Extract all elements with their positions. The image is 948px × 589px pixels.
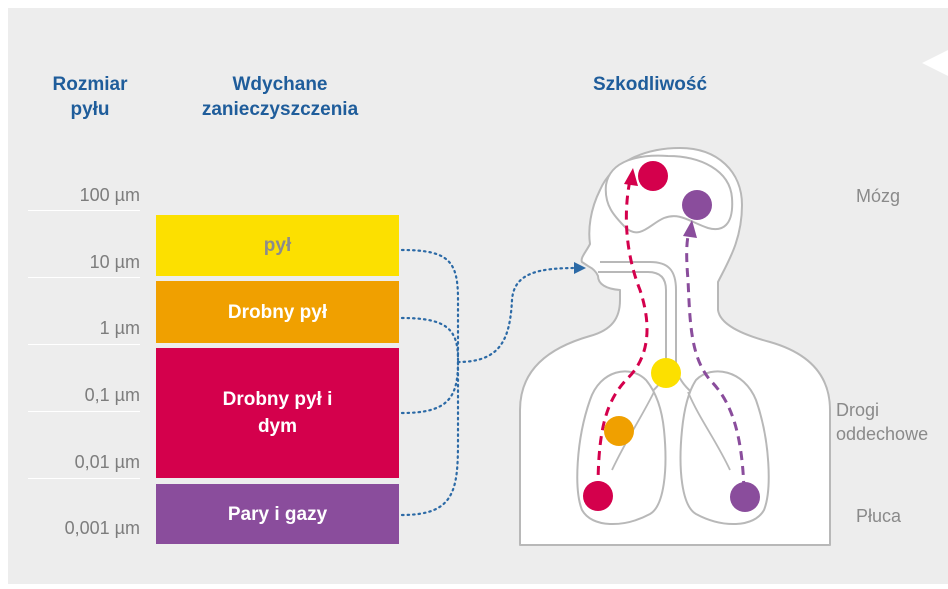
connector-line-smoke — [402, 362, 458, 413]
connector-line-gases — [402, 362, 458, 515]
organ-airways-line1: Drogi — [836, 398, 928, 422]
connector-line-dust — [402, 250, 458, 360]
purple-particle-lung — [730, 482, 760, 512]
red-particle-lung — [583, 481, 613, 511]
organ-label-brain: Mózg — [856, 184, 900, 208]
organ-label-lungs: Płuca — [856, 504, 901, 528]
connector-line-fine-dust — [402, 318, 458, 360]
yellow-particle-airway — [651, 358, 681, 388]
organ-airways-line2: oddechowe — [836, 422, 928, 446]
orange-particle-airway — [604, 416, 634, 446]
purple-particle-brain — [682, 190, 712, 220]
corner-tab — [922, 50, 948, 76]
red-particle-brain — [638, 161, 668, 191]
organ-label-airways: Drogi oddechowe — [836, 398, 928, 446]
